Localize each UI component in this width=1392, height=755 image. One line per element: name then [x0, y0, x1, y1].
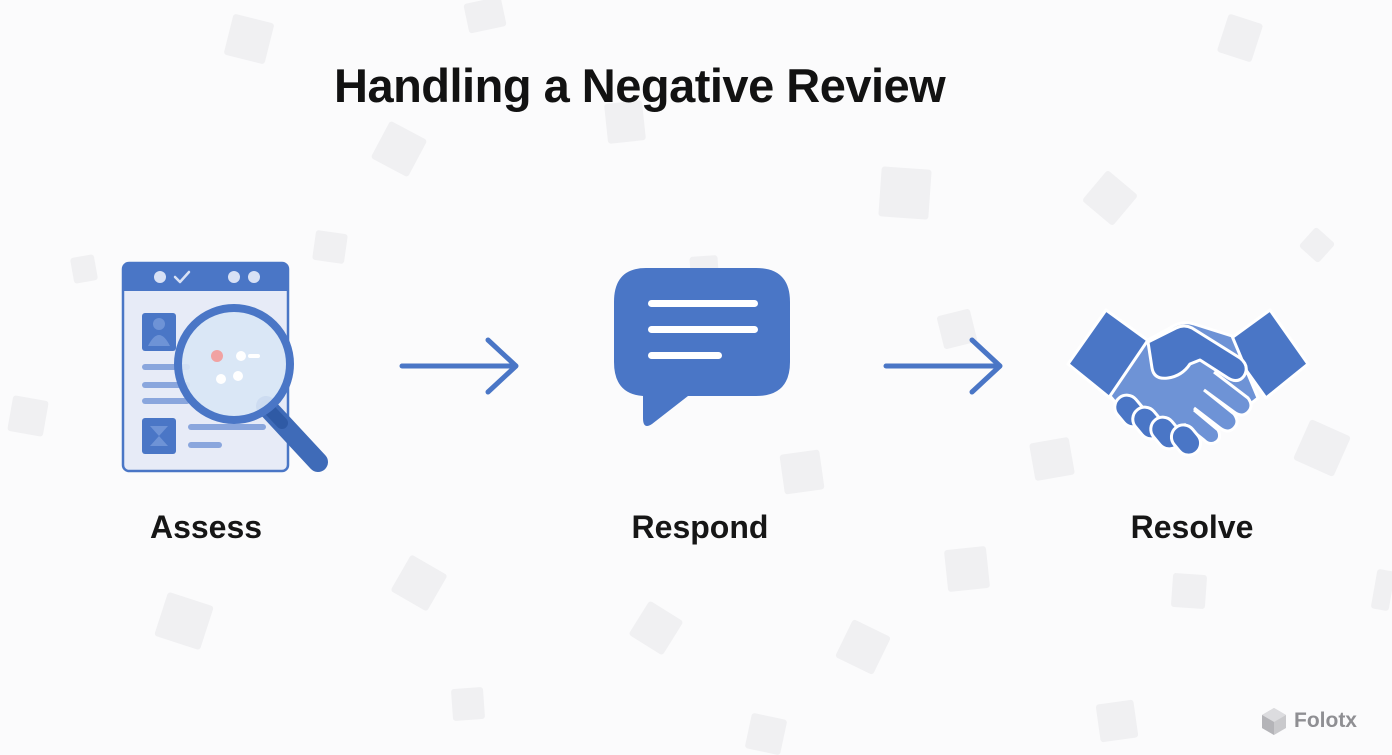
step-label-respond: Respond [631, 509, 769, 545]
watermark: Folotx [1260, 704, 1357, 738]
arrow-right-icon [399, 337, 519, 395]
step-label-assess: Assess [149, 509, 263, 545]
cube-logo-icon [1262, 708, 1286, 735]
handshake-icon [1066, 308, 1310, 457]
watermark-text: Folotx [1294, 709, 1357, 732]
arrow-right-icon [883, 337, 1003, 395]
diagram-title: Handling a Negative Review [334, 59, 946, 112]
speech-bubble-icon [614, 268, 790, 426]
step-label-resolve: Resolve [1130, 509, 1254, 545]
magnifying-glass-document-icon [121, 261, 328, 473]
